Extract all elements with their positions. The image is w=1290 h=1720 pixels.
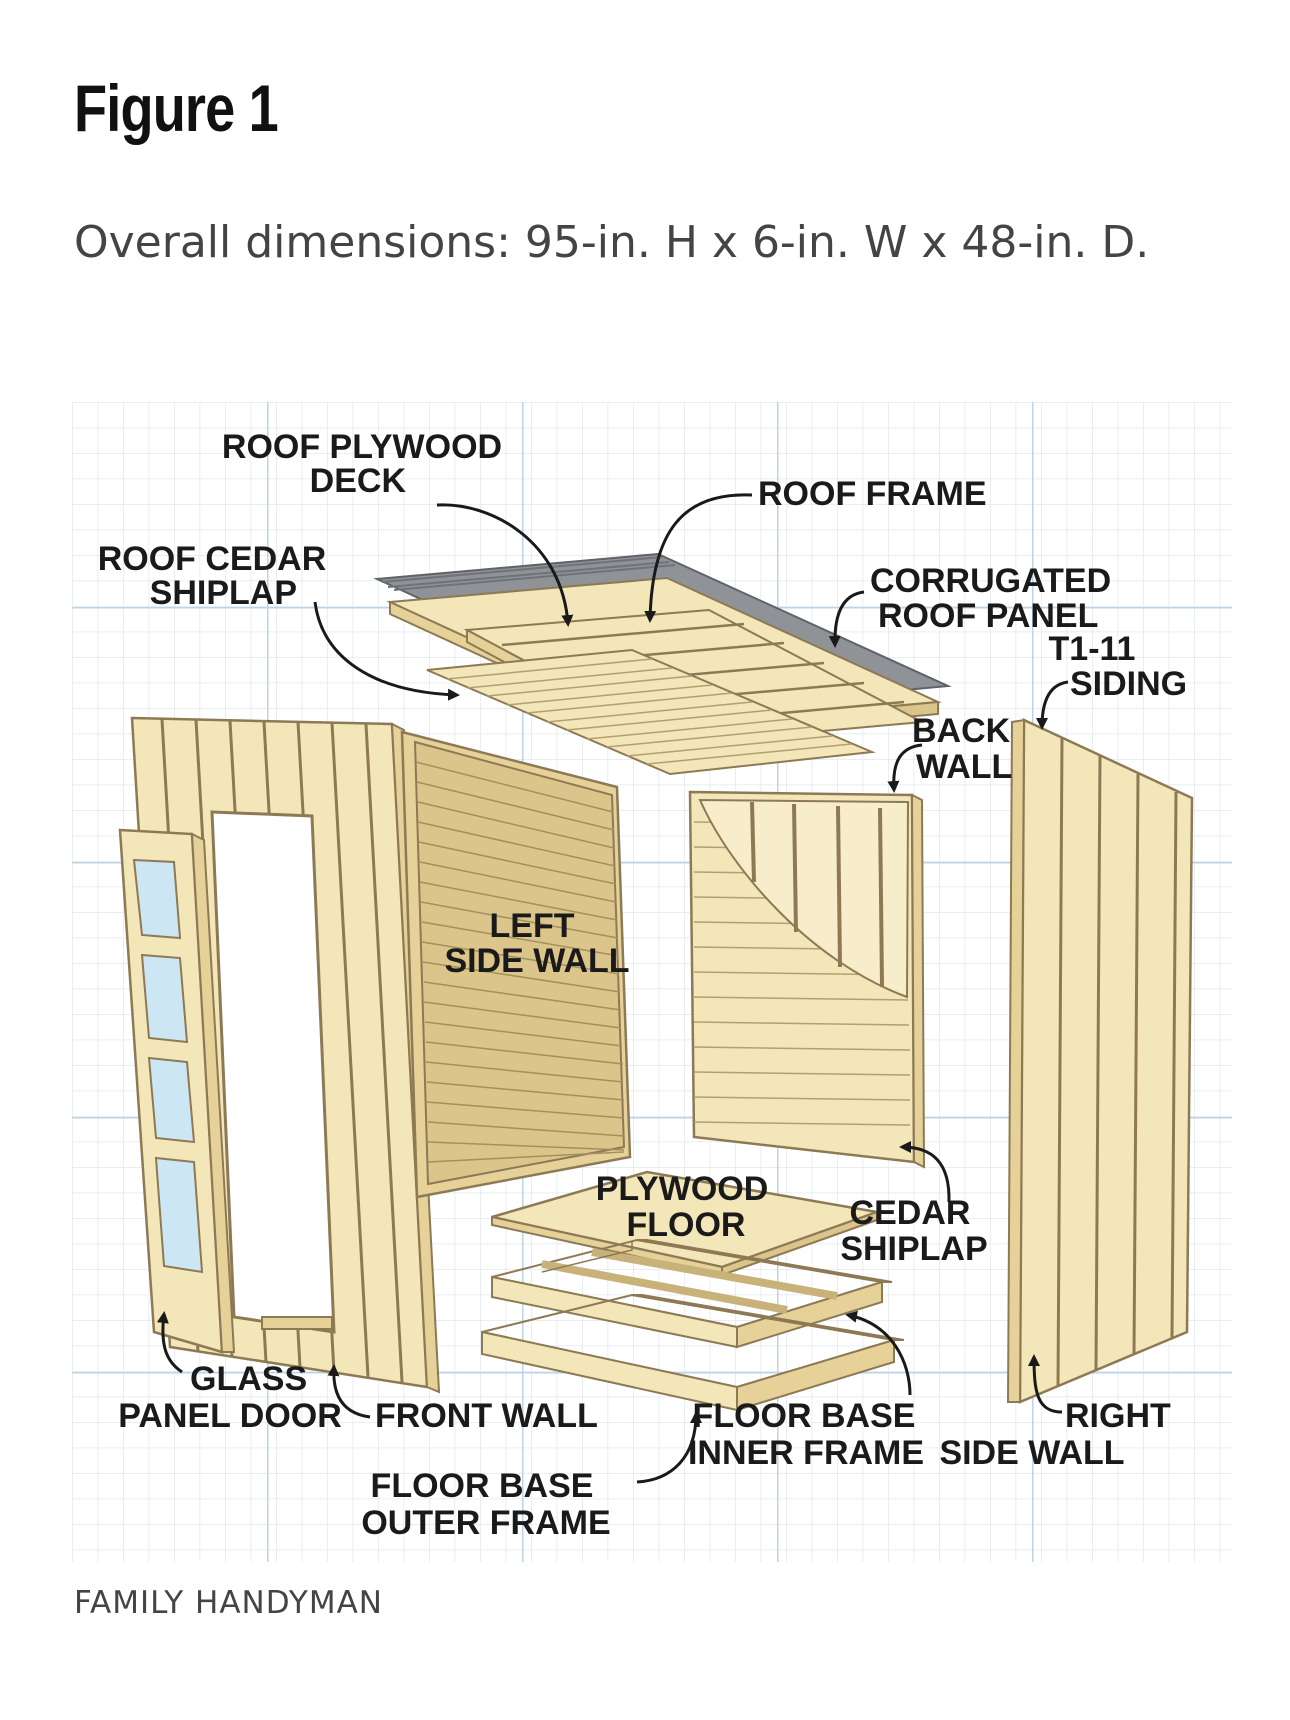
label-roof-cedar-shiplap-line1: ROOF CEDAR xyxy=(98,540,327,578)
figure-subtitle: Overall dimensions: 95-in. H x 6-in. W x… xyxy=(74,217,1150,268)
label-floor-base-outer-frame-line2: OUTER FRAME xyxy=(361,1504,610,1542)
label-floor-base-inner-frame-line2: INNER FRAME xyxy=(688,1434,924,1472)
floor-base-outer-frame-shape xyxy=(481,1293,905,1412)
label-left-side-wall-line1: LEFT xyxy=(490,907,575,945)
back-wall-shape xyxy=(688,790,926,1169)
label-t1-11-siding-line2: SIDING xyxy=(1070,665,1187,703)
label-right-side-wall-line1: RIGHT xyxy=(1065,1397,1171,1435)
label-t1-11-siding-line1: T1-11 xyxy=(1049,630,1136,668)
label-back-wall-line2: WALL xyxy=(916,748,1012,786)
shed-exploded-diagram: ROOF PLYWOOD DECK ROOF FRAME ROOF CEDAR … xyxy=(72,402,1232,1562)
left-side-wall-shape xyxy=(400,730,632,1199)
label-roof-cedar-shiplap-line2: SHIPLAP xyxy=(150,574,297,612)
label-cedar-shiplap-line1: CEDAR xyxy=(850,1194,971,1232)
label-glass-panel-door-line2: PANEL DOOR xyxy=(118,1397,342,1435)
glass-panel-door-shape xyxy=(118,828,236,1354)
image-credit: FAMILY HANDYMAN xyxy=(74,1585,383,1621)
label-floor-base-inner-frame-line1: FLOOR BASE xyxy=(693,1397,916,1435)
floor-base-inner-frame-shape xyxy=(491,1238,893,1349)
label-corrugated-roof-panel-line2: ROOF PANEL xyxy=(878,597,1098,635)
label-roof-plywood-deck-line1: ROOF PLYWOOD xyxy=(222,428,502,466)
label-cedar-shiplap-line2: SHIPLAP xyxy=(840,1230,987,1268)
label-corrugated-roof-panel-line1: CORRUGATED xyxy=(870,562,1111,600)
label-plywood-floor-line1: PLYWOOD xyxy=(596,1170,769,1208)
label-plywood-floor-line2: FLOOR xyxy=(627,1206,746,1244)
leader-arrows xyxy=(156,493,1069,1484)
label-floor-base-outer-frame-line1: FLOOR BASE xyxy=(371,1467,594,1505)
roof-cedar-shiplap-shape xyxy=(426,648,876,776)
right-side-wall-shape xyxy=(1006,718,1194,1404)
label-roof-plywood-deck-line2: DECK xyxy=(310,462,407,500)
figure-heading: Figure 1 xyxy=(74,71,279,145)
label-right-side-wall-line2: SIDE WALL xyxy=(939,1434,1124,1472)
label-roof-frame: ROOF FRAME xyxy=(758,475,987,513)
label-front-wall: FRONT WALL xyxy=(375,1397,598,1435)
label-back-wall-line1: BACK xyxy=(912,712,1011,750)
label-left-side-wall-line2: SIDE WALL xyxy=(444,942,629,980)
label-glass-panel-door-line1: GLASS xyxy=(190,1360,307,1398)
